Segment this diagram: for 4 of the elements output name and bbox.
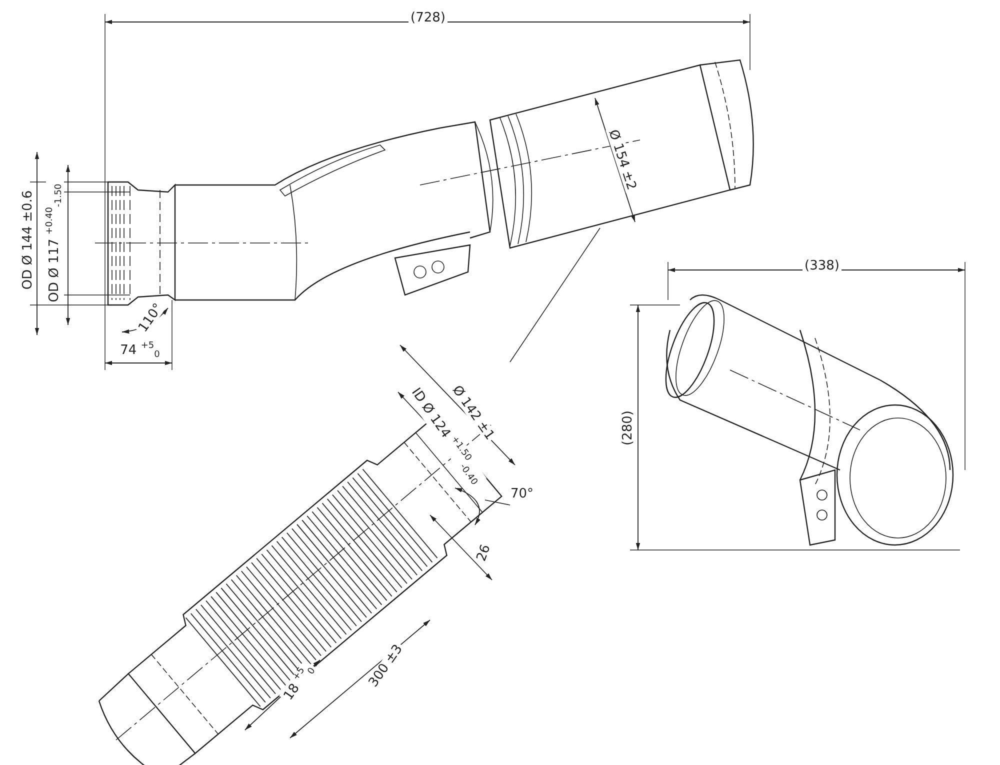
- dimension-text: (338): [802, 260, 842, 272]
- dimension-text: (728): [408, 12, 448, 24]
- dimension-text: OD Ø 144 ±0.6: [22, 188, 34, 292]
- dimension-text: (280): [622, 408, 634, 448]
